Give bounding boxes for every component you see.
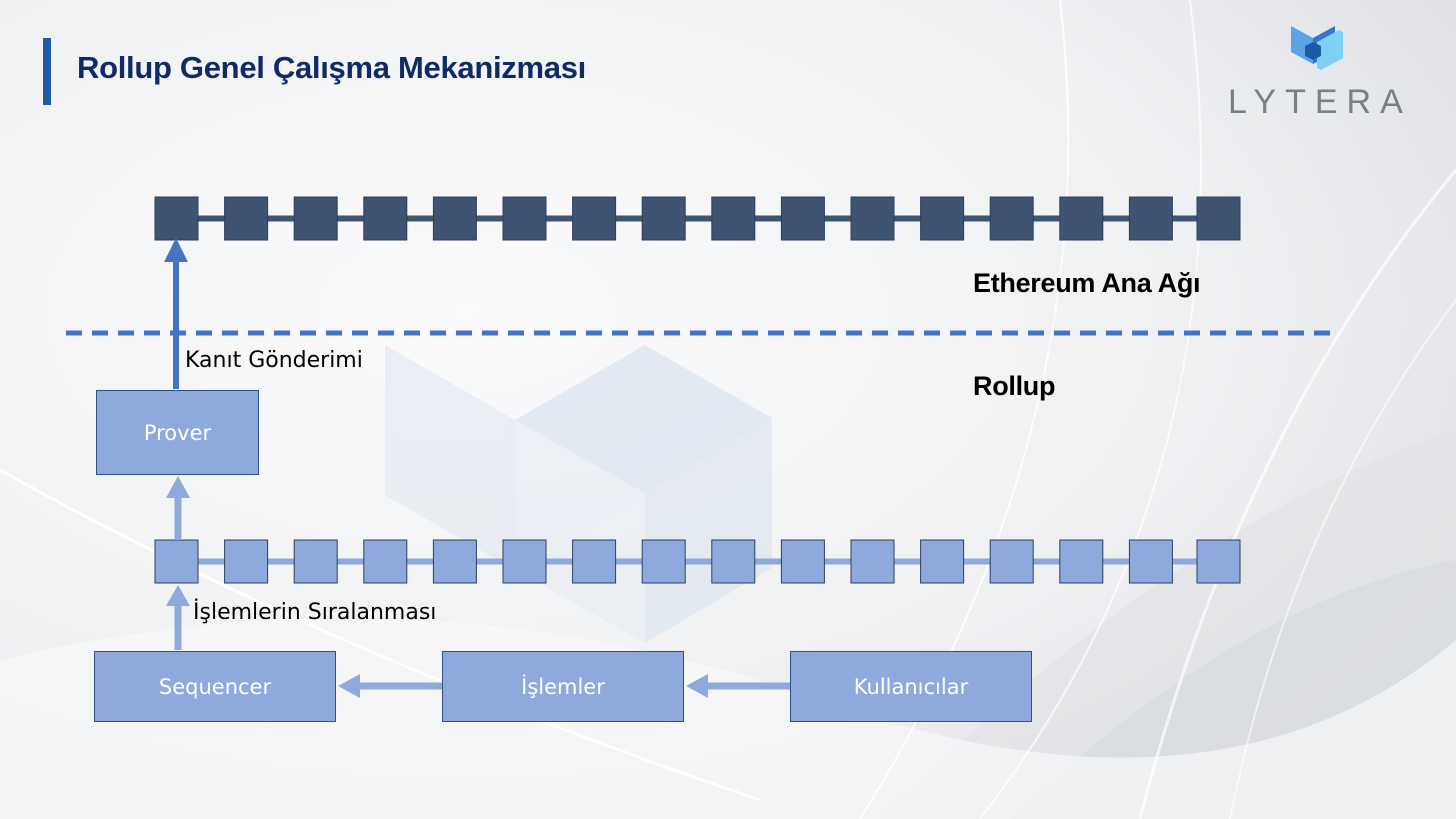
rollup-block bbox=[572, 539, 617, 584]
mainnet-block bbox=[224, 196, 269, 241]
transaction-ordering-label: İşlemlerin Sıralanması bbox=[193, 600, 437, 625]
rollup-block bbox=[293, 539, 338, 584]
transactions-box: İşlemler bbox=[442, 651, 684, 722]
rollup-block bbox=[224, 539, 269, 584]
ordering-arrow-head bbox=[166, 585, 190, 606]
rollup-block bbox=[920, 539, 965, 584]
rollup-chain bbox=[154, 539, 1241, 584]
mainnet-block bbox=[293, 196, 338, 241]
mainnet-block bbox=[711, 196, 756, 241]
cube-logo-icon bbox=[1291, 26, 1343, 70]
proof-submission-label: Kanıt Gönderimi bbox=[185, 348, 363, 373]
mainnet-block bbox=[572, 196, 617, 241]
mainnet-block bbox=[154, 196, 199, 241]
rollup-to-prover-arrow-head bbox=[166, 476, 190, 498]
rollup-block bbox=[989, 539, 1034, 584]
rollup-block bbox=[154, 539, 199, 584]
rollup-block bbox=[432, 539, 477, 584]
mainnet-block bbox=[363, 196, 408, 241]
sequencer-box: Sequencer bbox=[94, 651, 336, 722]
mainnet-chain bbox=[154, 196, 1241, 241]
rollup-block bbox=[363, 539, 408, 584]
mainnet-block bbox=[989, 196, 1034, 241]
rollup-block bbox=[850, 539, 895, 584]
rollup-block bbox=[1059, 539, 1104, 584]
page-title: Rollup Genel Çalışma Mekanizması bbox=[77, 50, 586, 85]
rollup-layer-label: Rollup bbox=[973, 371, 1056, 401]
rollup-block bbox=[1128, 539, 1173, 584]
transactions-to-sequencer-arrow-head bbox=[338, 674, 360, 698]
prover-box: Prover bbox=[96, 390, 259, 475]
proof-submission-arrow-head bbox=[164, 238, 188, 262]
mainnet-block bbox=[432, 196, 477, 241]
logo-wordmark: LYTERA bbox=[1228, 83, 1412, 121]
mainnet-block bbox=[1196, 196, 1241, 241]
rollup-block bbox=[1196, 539, 1241, 584]
mainnet-layer-label: Ethereum Ana Ağı bbox=[973, 268, 1201, 298]
mainnet-block bbox=[780, 196, 825, 241]
mainnet-block bbox=[1059, 196, 1104, 241]
mainnet-block bbox=[920, 196, 965, 241]
rollup-block bbox=[711, 539, 756, 584]
mainnet-block bbox=[850, 196, 895, 241]
mainnet-block bbox=[502, 196, 547, 241]
title-accent-bar bbox=[43, 38, 51, 105]
users-box: Kullanıcılar bbox=[790, 651, 1032, 722]
mainnet-block bbox=[641, 196, 686, 241]
rollup-block bbox=[641, 539, 686, 584]
rollup-block bbox=[780, 539, 825, 584]
users-to-transactions-arrow-head bbox=[686, 674, 708, 698]
mainnet-block bbox=[1128, 196, 1173, 241]
rollup-block bbox=[502, 539, 547, 584]
